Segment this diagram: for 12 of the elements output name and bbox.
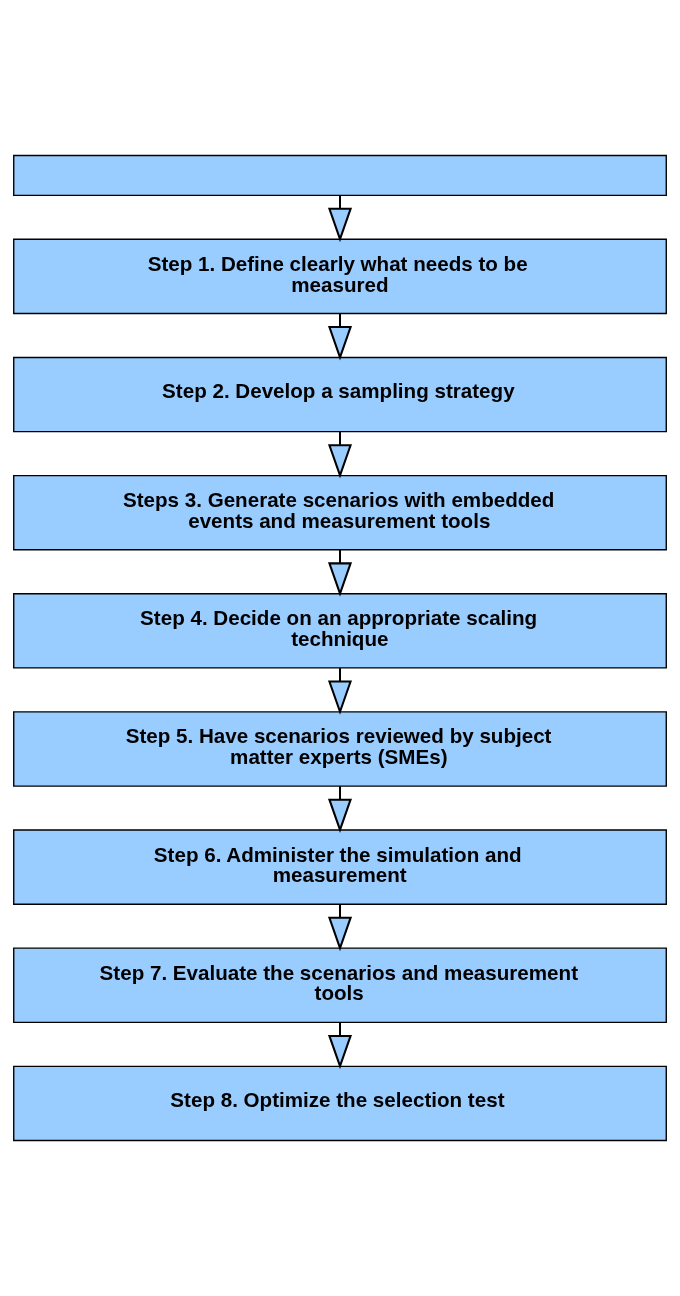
node-box: Step 4. Decide on an appropriate scaling technique [13,593,667,669]
node-box: Step 6. Administer the simulation and measurement [13,829,667,905]
node-box: Step 8. Optimize the selection test [13,1065,667,1142]
node-box: Step 2. Develop a sampling strategy [13,356,667,433]
node-box: Step 5. Have scenarios reviewed by subject matter experts (SMEs) [13,711,667,787]
node-box [13,154,667,197]
arrow [327,904,353,952]
arrow [327,786,353,833]
node-box: Step 7. Evaluate the scenarios and measurement tools [13,947,667,1024]
arrow [327,195,353,243]
node-box: Step 1. Define clearly what needs to be measured [13,238,667,315]
node-box: Steps 3. Generate scenarios with embedded events and measurement tools [13,474,667,551]
